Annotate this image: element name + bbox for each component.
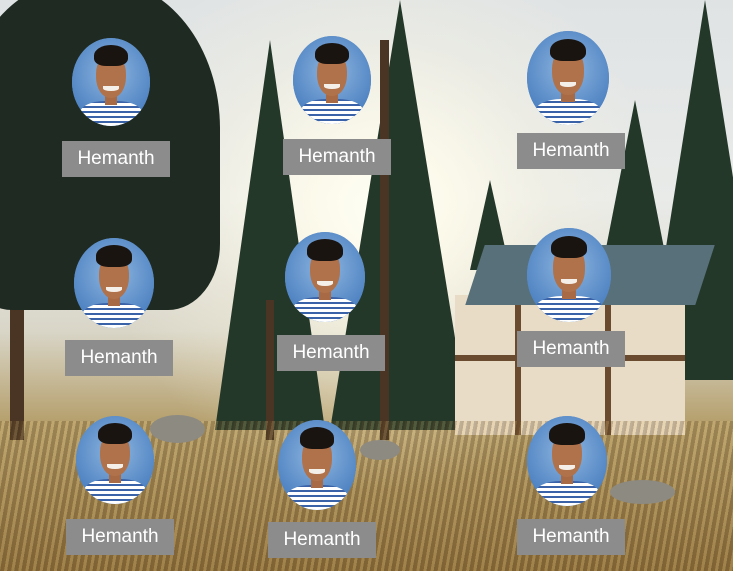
profile-photo[interactable] [527, 416, 607, 506]
rock [610, 480, 675, 504]
name-label[interactable]: Hemanth [517, 519, 625, 555]
tree-trunk [266, 300, 274, 440]
profile-photo[interactable] [74, 238, 154, 328]
profile-photo[interactable] [285, 232, 365, 322]
name-label[interactable]: Hemanth [517, 133, 625, 169]
profile-photo[interactable] [76, 416, 154, 504]
name-label[interactable]: Hemanth [517, 331, 625, 367]
name-label[interactable]: Hemanth [277, 335, 385, 371]
profile-photo[interactable] [278, 420, 356, 510]
profile-photo[interactable] [293, 36, 371, 124]
name-label[interactable]: Hemanth [65, 340, 173, 376]
name-label[interactable]: Hemanth [268, 522, 376, 558]
rock [150, 415, 205, 443]
profile-photo[interactable] [72, 38, 150, 126]
rock [360, 440, 400, 460]
name-label[interactable]: Hemanth [66, 519, 174, 555]
profile-photo[interactable] [527, 31, 609, 125]
name-label[interactable]: Hemanth [62, 141, 170, 177]
profile-photo[interactable] [527, 228, 611, 322]
tree-trunk [380, 40, 389, 440]
name-label[interactable]: Hemanth [283, 139, 391, 175]
